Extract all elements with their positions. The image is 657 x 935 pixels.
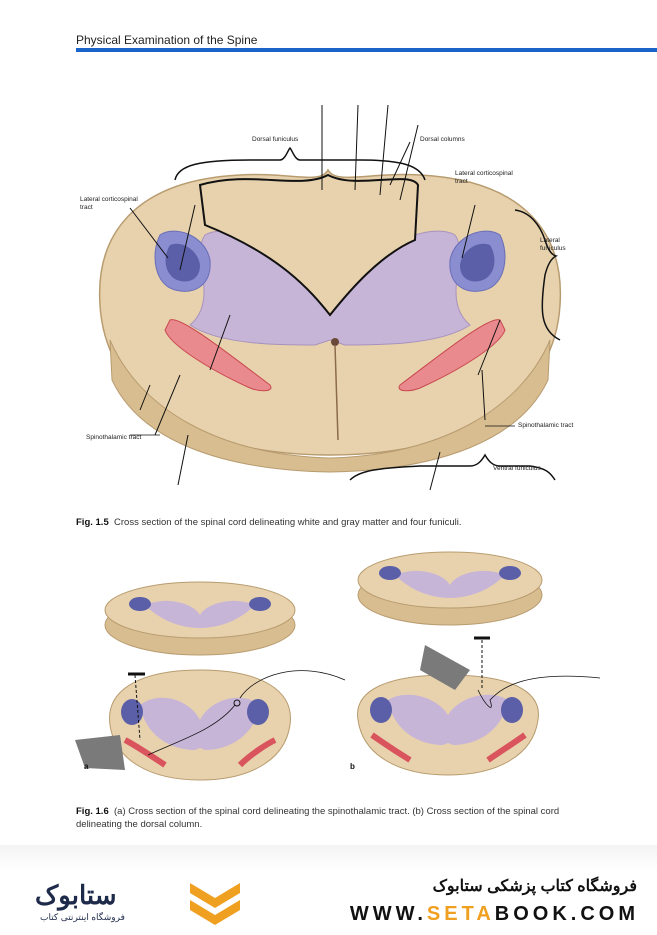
caption-fig-1-5-text: Cross section of the spinal cord delinea… [114, 517, 462, 528]
caption-fig-1-6: Fig. 1.6 (a) Cross section of the spinal… [76, 806, 586, 832]
lateral-cst-right-core [460, 243, 495, 282]
header-title: Physical Examination of the Spine [76, 33, 258, 47]
shop-url-accent: SETA [426, 903, 495, 925]
panel-b-top-slice [357, 551, 543, 626]
cord-side-rim [109, 339, 551, 473]
panel-a-top-slice [104, 581, 296, 656]
logo-chevron-icon [190, 883, 240, 925]
central-canal [331, 338, 339, 346]
shop-title: فروشگاه کتاب پزشکی ستابوک [432, 878, 637, 895]
footer-banner [0, 845, 657, 935]
caption-fig-1-5: Fig. 1.5 Cross section of the spinal cor… [76, 517, 616, 530]
caption-fig-1-6-number: Fig. 1.6 [76, 806, 109, 817]
label-ventral-funiculus: Ventral funiculus [493, 465, 541, 472]
caption-fig-1-6-text: (a) Cross section of the spinal cord del… [76, 806, 560, 830]
label-lateral-cst-right: Lateral corticospinal tract [455, 170, 513, 186]
caption-fig-1-5-number: Fig. 1.5 [76, 517, 109, 528]
ventral-funiculus-brace [349, 453, 556, 481]
shop-url-post: BOOK.COM [494, 903, 639, 925]
lateral-funiculus-brace [514, 209, 561, 341]
label-lateral-funiculus: Lateral funiculus [540, 237, 566, 253]
ventral-fissure [334, 344, 339, 441]
shop-url-pre: WWW. [349, 903, 427, 925]
figure-1-6-illustration [75, 551, 601, 781]
panel-b-bottom-slice [357, 636, 601, 776]
figure-1-5-illustration [98, 104, 562, 491]
dorsal-funiculus-brace [174, 146, 426, 181]
panel-a-letter: a [84, 762, 89, 771]
header-rule [76, 48, 657, 52]
label-lateral-cst-left: Lateral corticospinal tract [80, 196, 138, 212]
label-dorsal-columns: Dorsal columns [420, 136, 465, 143]
logo-text: ستابوک [35, 880, 117, 910]
dorsal-columns-outline [198, 173, 420, 317]
spinothalamic-left [164, 319, 272, 392]
panel-a-bottom-slice [75, 669, 346, 781]
panel-b-letter: b [350, 762, 355, 771]
logo-subtitle: فروشگاه اینترنتی کتاب [40, 912, 125, 922]
label-dorsal-funiculus: Dorsal funiculus [252, 136, 299, 143]
label-spinothalamic-left: Spinothalamic tract [86, 434, 142, 441]
shop-url[interactable]: WWW.SETABOOK.COM [350, 903, 639, 926]
label-spinothalamic-right: Spinothalamic tract [518, 422, 574, 429]
spinothalamic-right [398, 319, 506, 392]
lateral-cst-left-core [165, 243, 200, 282]
